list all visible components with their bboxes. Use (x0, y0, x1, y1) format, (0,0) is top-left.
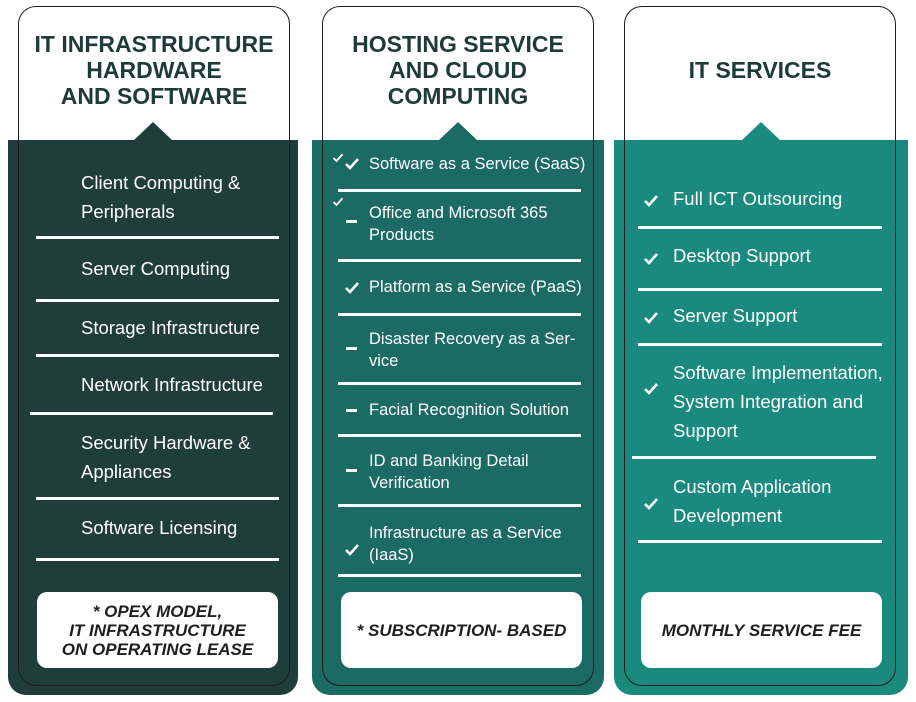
check-icon (644, 253, 658, 265)
list-item: Full ICT Outsourcing (673, 188, 843, 209)
check-icon (644, 498, 658, 510)
divider (30, 412, 273, 415)
list-item: Facial Recognition Solution (369, 401, 569, 419)
header-notch (742, 122, 780, 140)
list-item: Network Infrastructure (81, 374, 263, 395)
list-item: ID and Banking Detail Verification (369, 452, 529, 492)
list-item: Platform as a Service (PaaS) (369, 278, 582, 296)
header-notch (134, 122, 172, 140)
divider (338, 259, 581, 262)
dash-icon (346, 469, 357, 472)
divider (638, 540, 882, 543)
check-icon (345, 158, 359, 170)
footer-note: * SUBSCRIPTION- BASED (341, 592, 582, 668)
divider (338, 574, 581, 577)
list-item: Software Implementation, System Integrat… (673, 362, 883, 441)
list-item: Security Hardware & Appliances (81, 432, 251, 482)
list-item: Client Computing & Peripherals (81, 172, 241, 222)
list-item: Custom Application Development (673, 476, 832, 526)
card-outline (624, 6, 896, 686)
divider (338, 382, 581, 385)
check-icon (332, 153, 344, 163)
list-item: Server Support (673, 305, 798, 326)
list-item: Software as a Service (SaaS) (369, 155, 586, 173)
list-item: Infrastructure as a Service (IaaS) (369, 524, 562, 564)
column-it-infrastructure: IT INFRASTRUCTURE HARDWARE AND SOFTWARE … (8, 0, 298, 702)
check-icon (332, 197, 344, 207)
check-icon (644, 312, 658, 324)
header-notch (439, 122, 477, 140)
check-icon (644, 383, 658, 395)
check-icon (345, 544, 359, 556)
divider (632, 456, 876, 459)
divider (36, 299, 279, 302)
card-outline (322, 6, 594, 686)
check-icon (644, 195, 658, 207)
list-item: Server Computing (81, 258, 231, 279)
card-outline (18, 6, 290, 686)
dash-icon (346, 409, 357, 412)
list-item: Disaster Recovery as a Ser- vice (369, 330, 576, 370)
list-item: Office and Microsoft 365 Products (369, 204, 548, 244)
divider (638, 226, 882, 229)
check-icon (345, 282, 359, 294)
divider (638, 288, 882, 291)
column-title: HOSTING SERVICE AND CLOUD COMPUTING (352, 31, 564, 109)
column-title: IT INFRASTRUCTURE HARDWARE AND SOFTWARE (34, 31, 274, 109)
divider (338, 504, 581, 507)
column-title: IT SERVICES (688, 57, 832, 83)
column-it-services: IT SERVICES Full ICT Outsourcing Desktop… (614, 0, 908, 702)
divider (338, 313, 581, 316)
divider (36, 497, 279, 500)
divider (36, 558, 279, 561)
column-hosting-cloud: HOSTING SERVICE AND CLOUD COMPUTING Soft… (312, 0, 604, 702)
list-item: Storage Infrastructure (81, 317, 260, 338)
divider (36, 354, 279, 357)
footer-note: MONTHLY SERVICE FEE (641, 592, 882, 668)
footer-note: * OPEX MODEL, IT INFRASTRUCTURE ON OPERA… (37, 592, 278, 668)
divider (36, 236, 279, 239)
divider (338, 434, 581, 437)
list-item: Desktop Support (673, 245, 811, 266)
dash-icon (346, 347, 357, 350)
dash-icon (346, 220, 357, 223)
divider (638, 343, 882, 346)
list-item: Software Licensing (81, 517, 238, 538)
divider (338, 189, 581, 192)
